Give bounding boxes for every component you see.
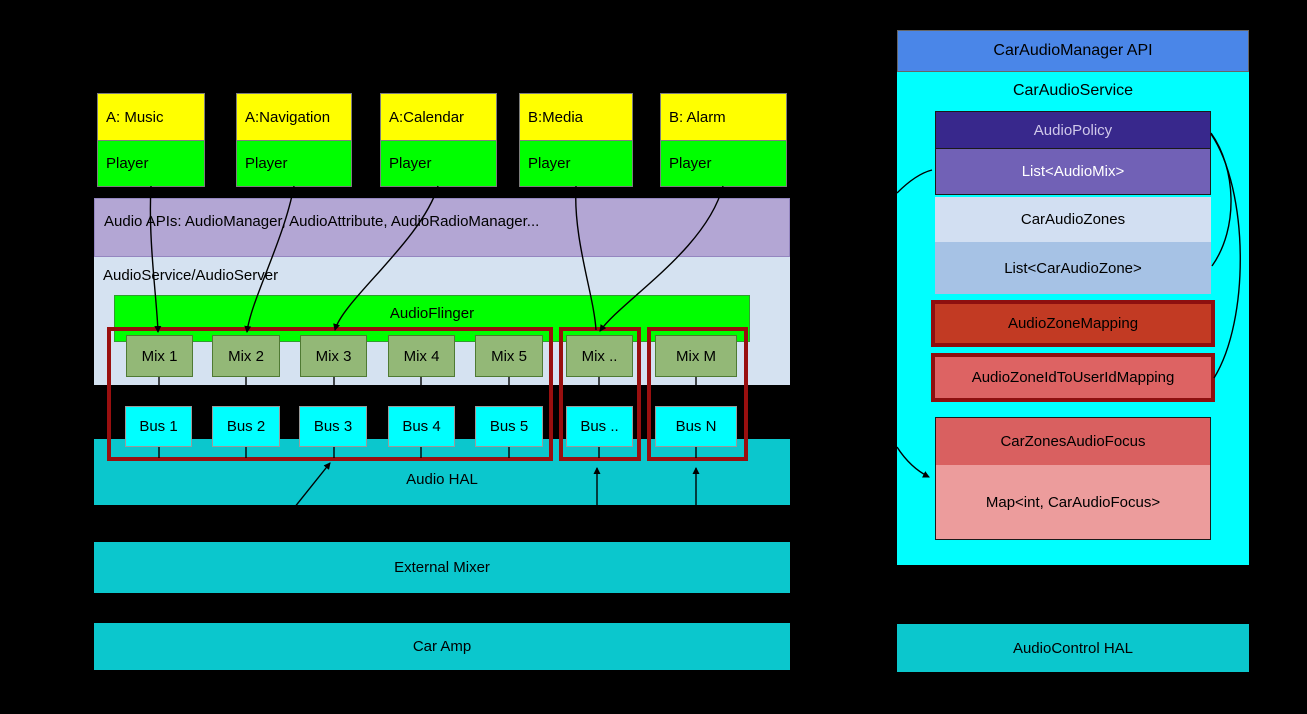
mix-box: Mix 4	[388, 335, 455, 377]
car-audio-service-title: CarAudioService	[1012, 82, 1134, 99]
mix-box: Mix 3	[300, 335, 367, 377]
app-title: A: Music	[98, 94, 204, 141]
app-title: A:Calendar	[381, 94, 496, 141]
player-label: Player	[237, 141, 351, 186]
app-box-music: A: Music Player	[97, 93, 205, 187]
app-title: A:Navigation	[237, 94, 351, 141]
app-box-alarm: B: Alarm Player	[660, 93, 787, 187]
zone-group-rect-n	[647, 327, 748, 461]
bus-box: Bus ..	[566, 406, 633, 447]
audio-control-hal-bar: AudioControl HAL	[897, 624, 1249, 672]
player-label: Player	[381, 141, 496, 186]
audio-service-panel-label: AudioService/AudioServer	[103, 267, 279, 284]
external-mixer-bar: External Mixer	[94, 542, 790, 593]
car-amp-bar: Car Amp	[94, 623, 790, 670]
app-title: B: Alarm	[661, 94, 786, 141]
bus-box: Bus 3	[299, 406, 367, 447]
bus-box: Bus 5	[475, 406, 543, 447]
list-audio-mix-box: List<AudioMix>	[935, 149, 1211, 195]
app-box-calendar: A:Calendar Player	[380, 93, 497, 187]
bus-box: Bus N	[655, 406, 737, 447]
mix-box: Mix ..	[566, 335, 633, 377]
zone-group-rect-primary	[107, 327, 553, 461]
player-label: Player	[661, 141, 786, 186]
bus-box: Bus 4	[388, 406, 455, 447]
mix-box: Mix 1	[126, 335, 193, 377]
car-zones-audio-focus-box: CarZonesAudioFocus Map<int, CarAudioFocu…	[935, 417, 1211, 540]
zone-group-rect-secondary	[559, 327, 641, 461]
mix-box: Mix 2	[212, 335, 280, 377]
app-box-media: B:Media Player	[519, 93, 633, 187]
bus-box: Bus 2	[212, 406, 280, 447]
player-label: Player	[98, 141, 204, 186]
map-int-car-audio-focus-label: Map<int, CarAudioFocus>	[936, 465, 1210, 539]
app-box-navigation: A:Navigation Player	[236, 93, 352, 187]
audio-policy-box: AudioPolicy	[935, 111, 1211, 149]
mix-box: Mix M	[655, 335, 737, 377]
app-title: B:Media	[520, 94, 632, 141]
car-audio-zones-box: CarAudioZones	[935, 197, 1211, 242]
car-zones-audio-focus-label: CarZonesAudioFocus	[936, 418, 1210, 465]
bus-box: Bus 1	[125, 406, 192, 447]
audio-zone-mapping-box: AudioZoneMapping	[931, 300, 1215, 347]
player-label: Player	[520, 141, 632, 186]
car-audio-manager-api-header: CarAudioManager API	[897, 30, 1249, 72]
audio-zone-id-to-user-id-mapping-box: AudioZoneIdToUserIdMapping	[931, 353, 1215, 402]
mix-box: Mix 5	[475, 335, 543, 377]
list-car-audio-zone-box: List<CarAudioZone>	[935, 242, 1211, 294]
audio-apis-bar: Audio APIs: AudioManager, AudioAttribute…	[94, 198, 790, 257]
